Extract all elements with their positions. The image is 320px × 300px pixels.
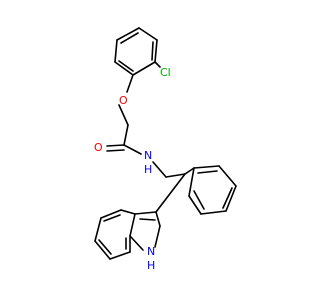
c-cl-bond <box>154 61 161 68</box>
ch-indole-bond <box>155 173 186 213</box>
chlorine-label: Cl <box>160 66 171 79</box>
c-n-amide-bond <box>123 144 142 155</box>
c-o-ether-bond <box>126 74 134 93</box>
carbonyl-double-bond-b <box>106 149 125 152</box>
ch2-carbonyl-bond <box>123 124 129 146</box>
carbonyl-oxygen-label: O <box>94 141 103 154</box>
carbonyl-double-bond-a <box>106 144 125 147</box>
indole-nitrogen-label: N <box>147 245 155 258</box>
indole-benzene-ring <box>94 209 136 260</box>
indole-hydrogen-label: H <box>147 259 155 272</box>
phenyl-ring <box>188 165 237 215</box>
o-ch2-bond <box>118 104 129 126</box>
chlorophenyl-ring <box>114 27 158 76</box>
ch2-ch-bond <box>165 173 186 178</box>
n-ch2-bond <box>152 161 167 178</box>
ch-phenyl-bond <box>184 167 195 175</box>
ether-oxygen-label: O <box>119 94 128 107</box>
chemical-structure-diagram: Cl O O N H N H <box>94 27 237 272</box>
indole-pyrrole-ring <box>129 211 161 251</box>
amide-hydrogen-label: H <box>144 163 152 176</box>
amide-nitrogen-label: N <box>144 149 152 162</box>
